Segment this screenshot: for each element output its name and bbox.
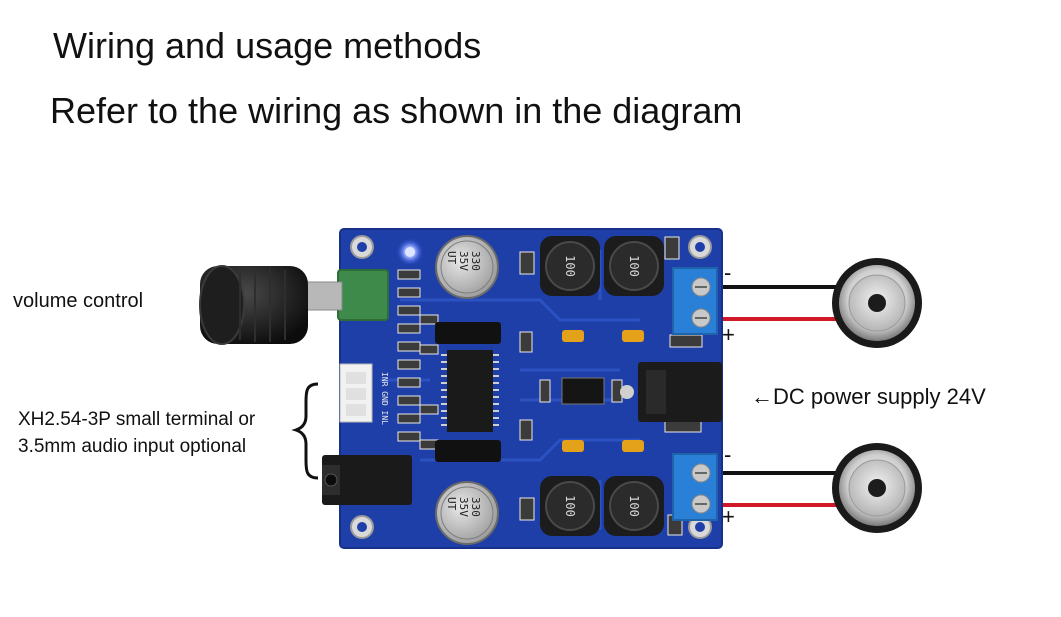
left-arrow-icon: ← xyxy=(751,384,773,409)
inductor-top-left: 100 xyxy=(540,236,600,296)
header-pin-labels: INR GND INL xyxy=(380,372,389,425)
dc-power-jack xyxy=(620,362,722,422)
input-options-brace xyxy=(291,382,319,480)
cap-top-voltage: 35V xyxy=(457,251,470,271)
volume-potentiometer xyxy=(199,265,389,345)
audio-jack-3-5mm xyxy=(322,455,412,505)
audio-input-label: XH2.54-3P small terminal or 3.5mm audio … xyxy=(18,406,303,460)
xh-input-header: INR GND INL xyxy=(339,363,389,425)
electrolytic-capacitor-top: 330 35V UT xyxy=(435,235,499,299)
pot-shaft xyxy=(301,281,343,311)
top-terminal-minus-sign: - xyxy=(724,260,732,285)
smd-diode xyxy=(561,377,605,405)
film-capacitor-top xyxy=(435,322,501,344)
svg-text:100: 100 xyxy=(563,495,577,517)
pot-body xyxy=(337,269,389,321)
inductors: 100 100 100 100 xyxy=(540,236,664,536)
cap-bottom-brand: UT xyxy=(445,497,458,511)
svg-text:100: 100 xyxy=(627,495,641,517)
volume-knob xyxy=(199,265,308,345)
speaker-terminal-bottom xyxy=(672,453,718,521)
volume-control-label: volume control xyxy=(13,290,144,312)
inductor-bottom-left: 100 xyxy=(540,476,600,536)
page-subtitle: Refer to the wiring as shown in the diag… xyxy=(50,90,743,131)
electrolytic-capacitor-bottom: 330 35V UT xyxy=(435,481,499,545)
speaker-top xyxy=(832,258,922,348)
dc-power-label-text: DC power supply 24V xyxy=(773,384,986,409)
dc-power-label: ←DC power supply 24V xyxy=(751,384,986,410)
bottom-terminal-minus-sign: - xyxy=(724,442,732,467)
amplifier-board: 330 35V UT 330 35V UT 100 xyxy=(322,228,723,549)
audio-input-label-line1: XH2.54-3P small terminal or xyxy=(18,409,256,430)
power-led xyxy=(396,238,424,266)
svg-text:100: 100 xyxy=(627,255,641,277)
mounting-holes xyxy=(350,235,712,539)
cap-bottom-value: 330 xyxy=(469,497,482,517)
bottom-terminal-plus-sign: + xyxy=(722,504,735,529)
speaker-bottom xyxy=(832,443,922,533)
audio-input-label-line2: 3.5mm audio input optional xyxy=(18,436,247,457)
inductor-bottom-right: 100 xyxy=(604,476,664,536)
amplifier-ic xyxy=(441,350,499,432)
speaker-terminal-top xyxy=(672,267,718,335)
top-speaker-wires xyxy=(710,285,845,321)
top-terminal-plus-sign: + xyxy=(722,322,735,347)
cap-top-brand: UT xyxy=(445,251,458,265)
cap-top-value: 330 xyxy=(469,251,482,271)
page-title: Wiring and usage methods xyxy=(53,25,482,66)
inductor-top-right: 100 xyxy=(604,236,664,296)
tantalum-capacitors xyxy=(562,330,644,452)
film-capacitor-bottom xyxy=(435,440,501,462)
smd-resistor-array xyxy=(397,269,439,450)
bottom-speaker-wires xyxy=(710,471,845,507)
smd-components-middle xyxy=(519,236,703,536)
cap-bottom-voltage: 35V xyxy=(457,497,470,517)
svg-text:100: 100 xyxy=(563,255,577,277)
